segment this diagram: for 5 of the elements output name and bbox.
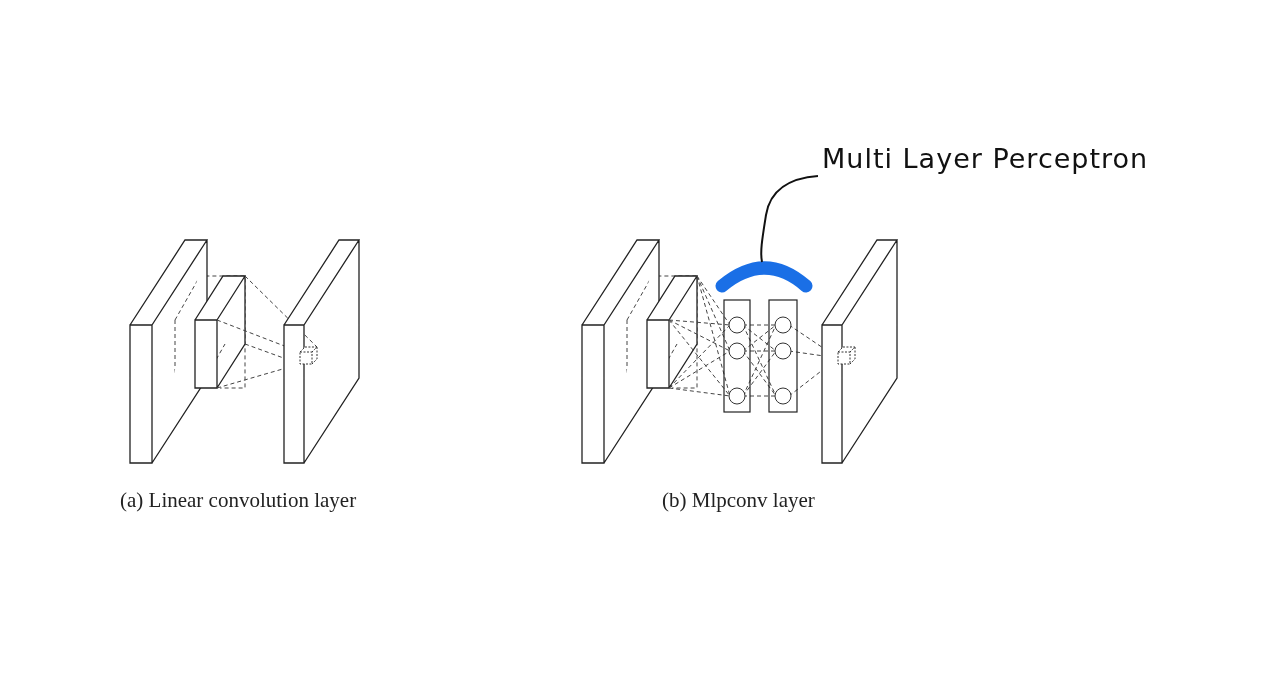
figure-caption: (b) Mlpconv layer [662,488,815,513]
leader-line [760,175,819,263]
annotation-text: Multi Layer Perceptron [822,143,1149,174]
highlight-arc [715,261,813,293]
figure-caption: (a) Linear convolution layer [120,488,357,513]
